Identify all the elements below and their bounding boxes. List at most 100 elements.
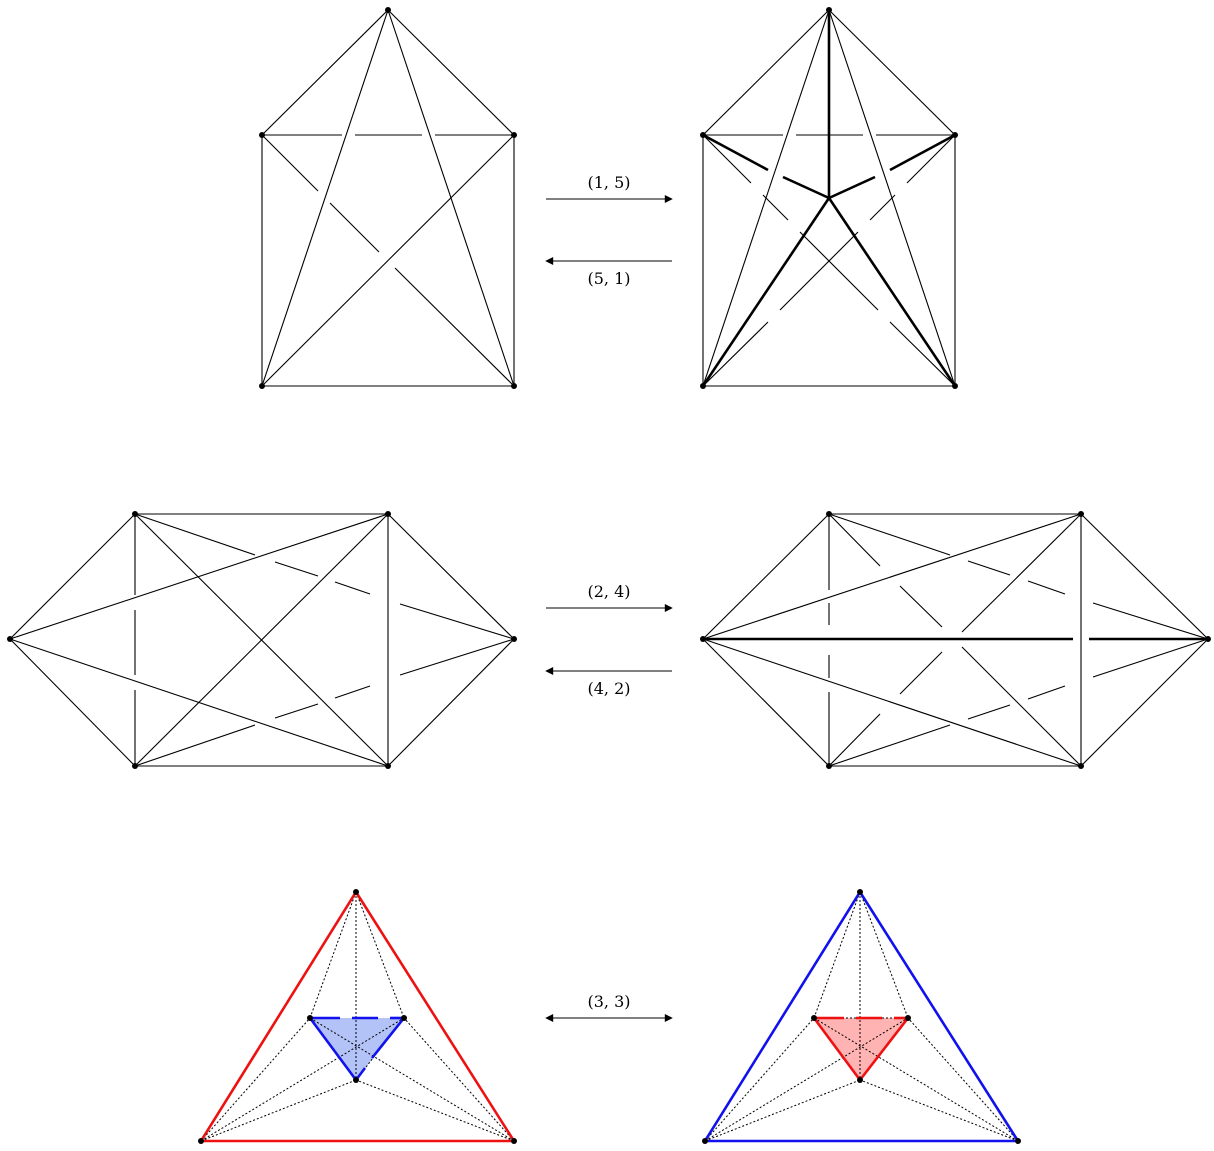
vertex xyxy=(307,1015,313,1021)
edge-back-segment xyxy=(334,581,371,595)
vertex xyxy=(259,132,265,138)
edge-back-segment xyxy=(828,724,951,767)
vertex xyxy=(132,511,138,517)
edge-back-segment xyxy=(702,134,752,184)
edge-back-segment xyxy=(329,202,380,253)
edge-back-segment xyxy=(1027,580,1066,595)
edge xyxy=(387,9,515,136)
vertex xyxy=(401,1015,407,1021)
vertex xyxy=(353,1077,359,1083)
vertex xyxy=(7,636,13,642)
vertices xyxy=(702,889,1021,1144)
vertex xyxy=(811,1015,817,1021)
edge xyxy=(702,9,830,136)
edge xyxy=(704,1079,861,1142)
edge xyxy=(134,513,389,767)
edge xyxy=(828,9,956,136)
vertex xyxy=(385,763,391,769)
edge-back-segment xyxy=(134,724,256,767)
edge xyxy=(403,1017,515,1142)
edge xyxy=(1080,638,1209,767)
vertex xyxy=(1205,636,1211,642)
vertex xyxy=(132,763,138,769)
vertex xyxy=(259,383,265,389)
edge xyxy=(702,513,830,640)
edge-back-segment xyxy=(399,638,515,676)
edge-back-segment xyxy=(799,231,879,311)
outer-triangle-outline xyxy=(198,889,517,1143)
edge-back-segment xyxy=(828,713,881,767)
vertex xyxy=(198,1138,204,1144)
vertex xyxy=(511,132,517,138)
vertex xyxy=(385,7,391,13)
vertex xyxy=(511,1138,517,1144)
edge xyxy=(702,638,830,767)
edge-back-segment xyxy=(961,646,1082,767)
vertex xyxy=(857,1077,863,1083)
edge-back-segment xyxy=(394,267,515,387)
new-edge-segment xyxy=(828,175,876,200)
edge-back-segment xyxy=(899,651,943,695)
edge-back-segment xyxy=(334,685,371,699)
vertex xyxy=(700,383,706,389)
edge-back-segment xyxy=(906,134,956,184)
edge xyxy=(261,134,515,387)
edge-back-segment xyxy=(828,513,881,567)
vertex xyxy=(511,383,517,389)
edge-back-segment xyxy=(967,560,1011,576)
edge-back-segment xyxy=(869,194,896,221)
vertex xyxy=(952,383,958,389)
edge-back-segment xyxy=(134,513,256,556)
vertex xyxy=(1078,511,1084,517)
backward-move-label: (4, 2) xyxy=(587,679,630,698)
new-edge-segment xyxy=(782,175,830,200)
edge xyxy=(1080,513,1209,640)
edge-back-segment xyxy=(967,704,1011,720)
move-label: (3, 3) xyxy=(587,992,630,1011)
flip-1-5-left-graph xyxy=(261,9,515,387)
edge xyxy=(200,1079,357,1142)
edge-back-segment xyxy=(889,321,956,387)
edge xyxy=(704,1017,815,1142)
outer-triangle-outline xyxy=(702,889,1021,1143)
edge-back-segment xyxy=(762,194,789,221)
vertex xyxy=(700,132,706,138)
flip-2-4-left-vertices xyxy=(7,511,517,769)
new-edge-segment xyxy=(702,133,769,172)
forward-move-label: (1, 5) xyxy=(587,173,630,192)
edge xyxy=(9,513,389,640)
forward-move-label: (2, 4) xyxy=(587,582,630,601)
edge-back-segment xyxy=(274,703,319,719)
edge-back-segment xyxy=(1027,685,1066,700)
dotted-edges xyxy=(200,891,515,1142)
flip-1-5-right-vertices xyxy=(700,7,958,389)
edge-segment xyxy=(370,1017,406,1059)
vertex xyxy=(1015,1138,1021,1144)
edge xyxy=(355,891,405,1019)
edge xyxy=(200,1017,405,1142)
edge-back-segment xyxy=(961,513,1082,633)
edge xyxy=(261,9,389,387)
inner-triangle-fill xyxy=(814,1018,908,1080)
edge xyxy=(355,1079,515,1142)
edge xyxy=(9,513,136,640)
edge-back-segment xyxy=(399,603,515,640)
edge xyxy=(859,1079,1019,1142)
vertex xyxy=(826,763,832,769)
edge xyxy=(907,1017,1019,1142)
flip-3-3-left-graph xyxy=(198,889,517,1144)
vertex xyxy=(385,511,391,517)
backward-move-label: (5, 1) xyxy=(587,269,630,288)
edge xyxy=(858,1017,910,1081)
edge-back-segment xyxy=(1092,602,1209,640)
edge-back-segment xyxy=(261,134,319,192)
edge-back-segment xyxy=(274,561,319,577)
edge xyxy=(387,638,515,767)
vertex xyxy=(826,7,832,13)
edge-back-segment xyxy=(1092,638,1209,678)
vertex xyxy=(511,636,517,642)
edge xyxy=(702,513,1082,640)
edge xyxy=(702,638,1082,767)
inner-triangle-outline xyxy=(812,1016,910,1081)
new-edge xyxy=(827,197,957,387)
